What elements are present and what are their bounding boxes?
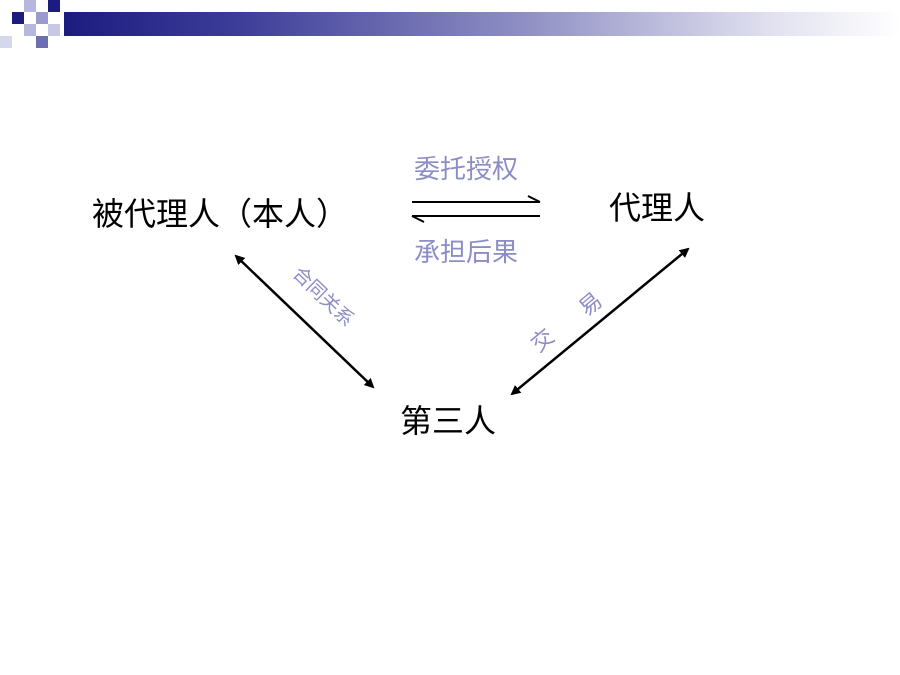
authorize-arrowhead — [527, 195, 541, 203]
transaction-arrow — [510, 247, 690, 396]
third-party-node: 第三人 — [400, 402, 497, 440]
authorize-label: 委托授权 — [414, 155, 519, 185]
principal-node: 被代理人（本人） — [92, 195, 349, 233]
agent-node: 代理人 — [609, 189, 706, 227]
deco-square-light-4 — [0, 36, 12, 48]
deco-square-dark-1 — [12, 12, 24, 24]
slide-title-bar — [64, 12, 900, 36]
deco-square-mid-1 — [36, 36, 48, 48]
deco-square-light-5 — [48, 24, 60, 36]
deco-square-dark-2 — [48, 0, 60, 12]
consequence-arrowhead — [411, 215, 425, 223]
consequence-label: 承担后果 — [414, 238, 519, 268]
deco-square-light-3 — [24, 24, 36, 36]
deco-square-light-2 — [36, 12, 48, 24]
slide-decoration-squares — [0, 0, 90, 60]
contract-arrow — [234, 254, 375, 389]
deco-square-light-1 — [24, 0, 36, 12]
